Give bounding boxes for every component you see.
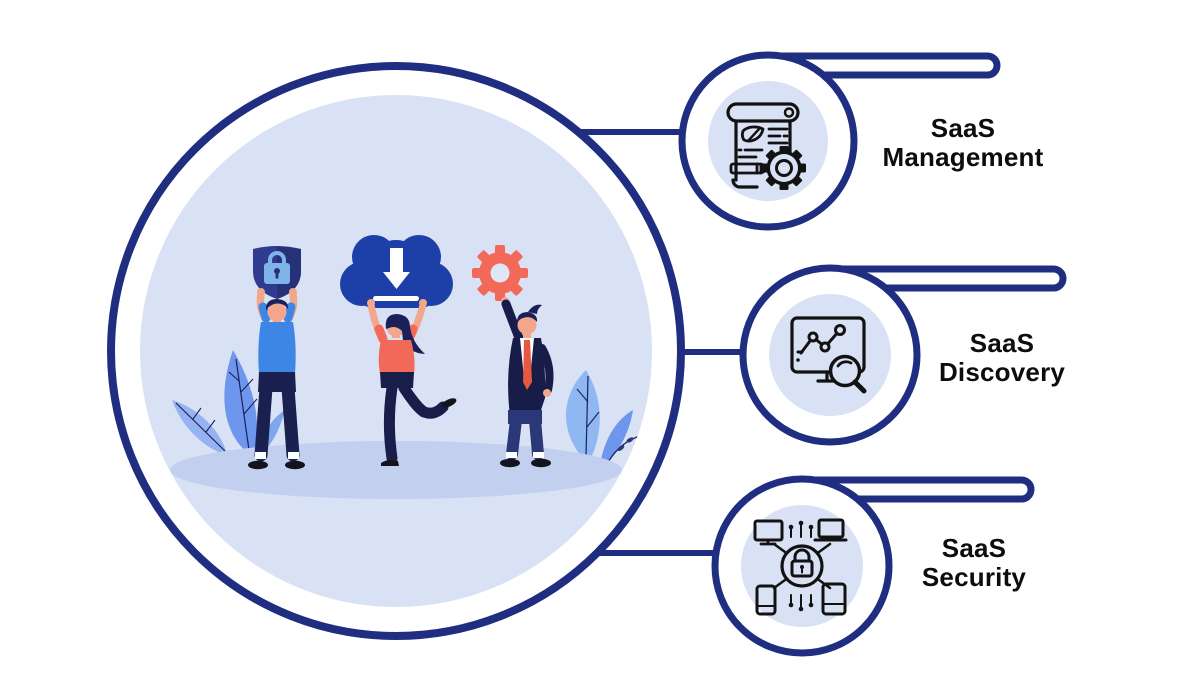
document-gear-icon [726,102,806,190]
person-gear [472,245,554,468]
label-saas-management: SaaS Management [883,114,1044,172]
label-line-1: SaaS [969,328,1035,358]
label-line-1: SaaS [941,533,1007,563]
gear-glyph [762,146,806,190]
monitor-search-icon [790,316,867,394]
plant-left [172,350,285,456]
team-illustration [170,235,641,499]
bubble-saas-management [678,51,1001,231]
bubble-saas-security [711,475,1035,657]
gear-icon [472,245,528,301]
plant-right [565,370,641,465]
person-cloud [340,235,457,466]
bubble-saas-discovery [739,264,1067,446]
person-shield [248,246,305,470]
label-line-2: Security [921,562,1027,592]
devices-lock-icon [753,518,848,616]
shield-lock-icon [253,246,301,299]
label-saas-security: SaaS Security [922,534,1026,592]
label-line-2: Discovery [938,357,1066,387]
label-line-1: SaaS [930,113,996,143]
label-saas-discovery: SaaS Discovery [939,329,1065,387]
label-line-2: Management [882,142,1044,172]
cloud-download-icon [340,235,453,308]
